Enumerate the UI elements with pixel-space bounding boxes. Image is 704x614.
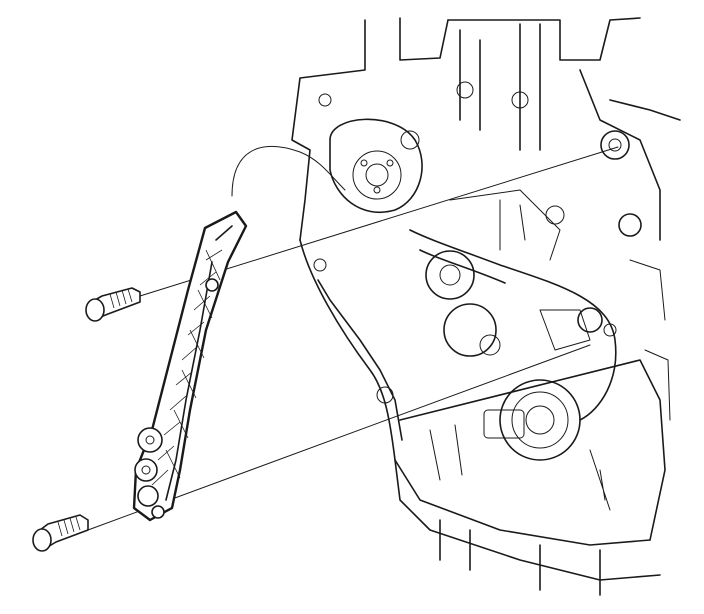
- guide-upper-hole: [205, 278, 219, 292]
- guide-leader: [231, 146, 346, 197]
- timing-chain-guide: [132, 210, 248, 522]
- guide-bolt-upper: [85, 287, 141, 322]
- guide-lower-hole: [151, 505, 165, 519]
- engine-block: [291, 17, 681, 596]
- guide-bolt-lower: [32, 514, 89, 552]
